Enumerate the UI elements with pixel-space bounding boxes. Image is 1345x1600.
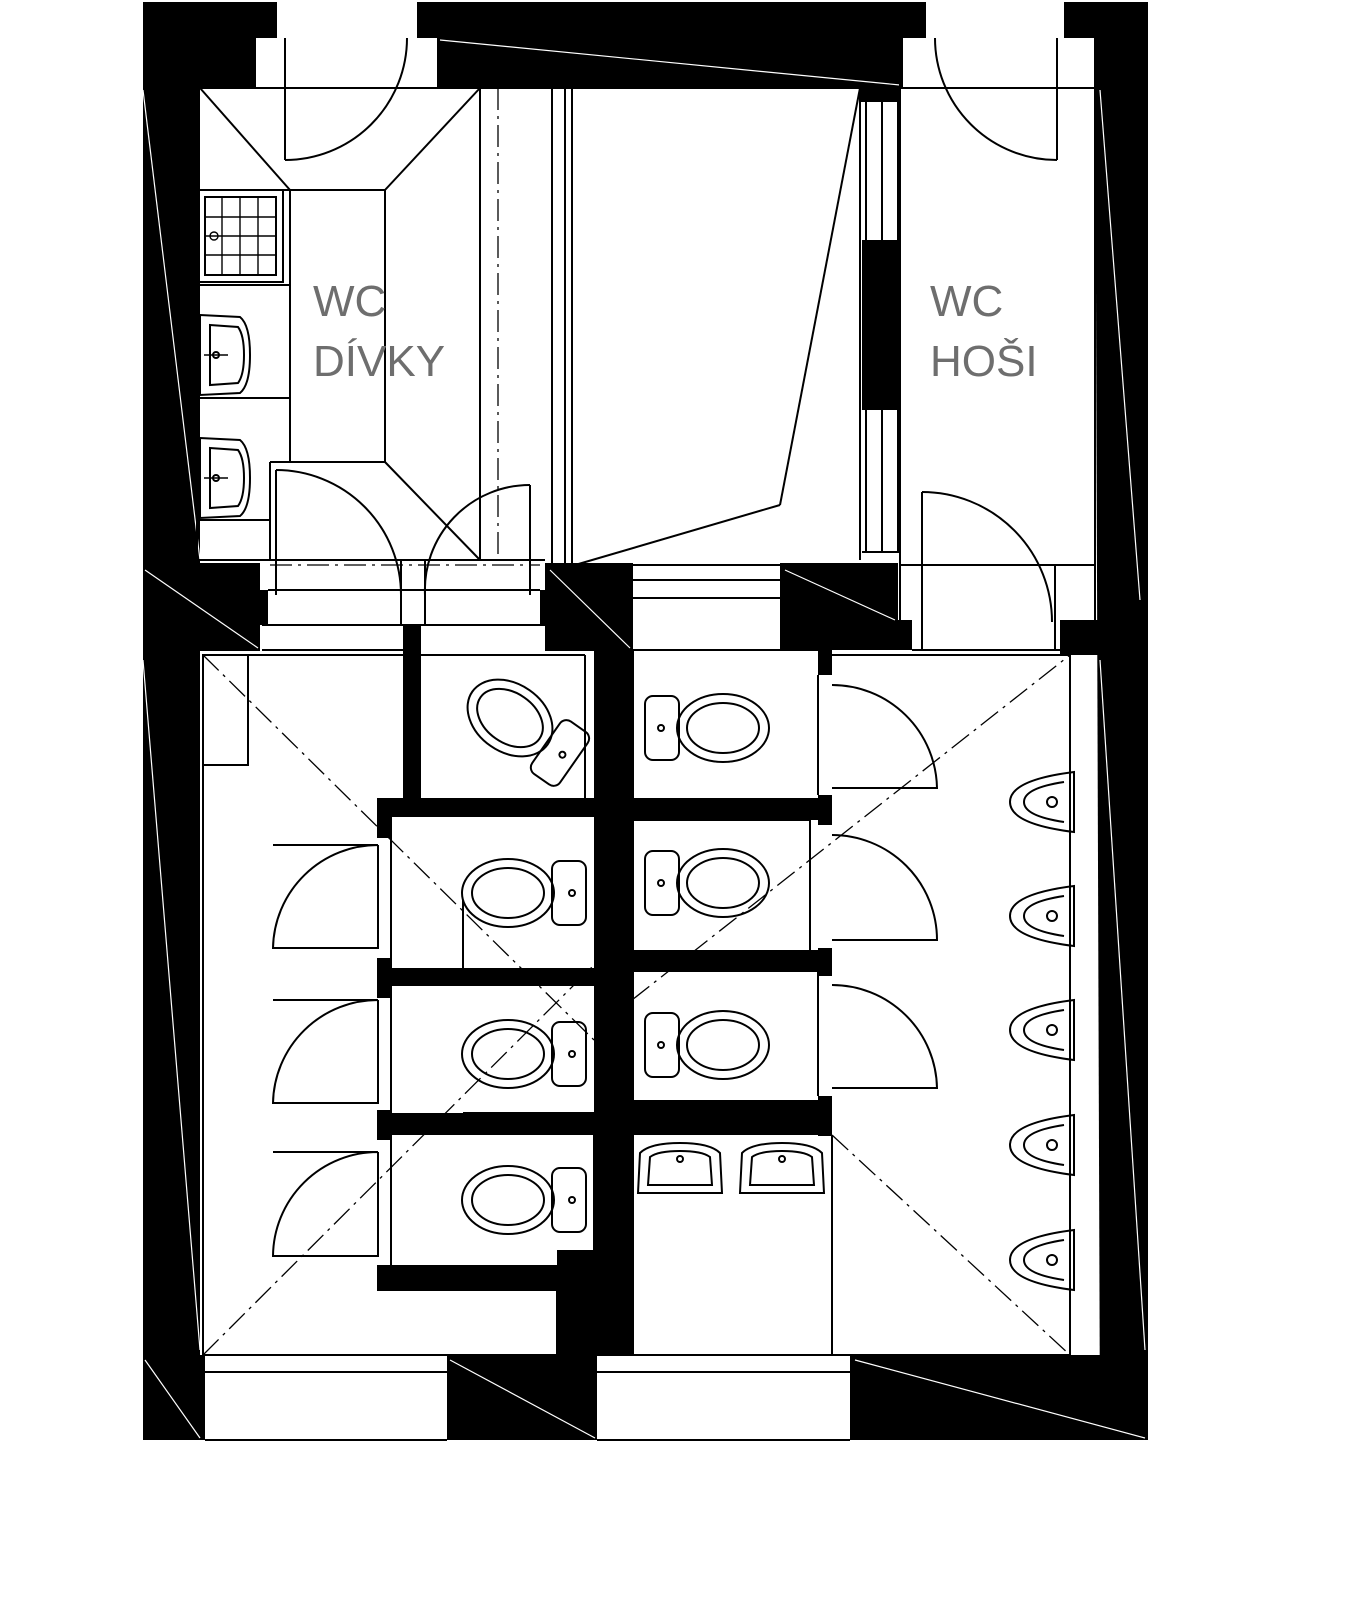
room-label-boys-line1: WC: [930, 277, 1003, 326]
urinal-icon: [1009, 771, 1075, 833]
room-label-girls: WC DÍVKY: [313, 277, 445, 386]
doors: [271, 37, 1058, 1257]
room-label-boys-line2: HOŠI: [930, 336, 1038, 386]
interior-lines: [196, 2, 1096, 1441]
urinal-icon: [1009, 999, 1075, 1061]
wall-hatch: [142, 39, 1146, 1439]
room-label-boys: WC HOŠI: [930, 277, 1038, 386]
shower-tray-icon: [197, 189, 284, 283]
toilet-icon: [644, 693, 770, 763]
sink-icon: [199, 314, 251, 396]
room-label-girls-line2: DÍVKY: [313, 337, 445, 386]
room-label-girls-line1: WC: [313, 277, 386, 326]
urinal-icon: [1009, 1114, 1075, 1176]
toilet-icon: [644, 1010, 770, 1080]
toilet-icon: [451, 662, 595, 792]
urinal-icon: [1009, 1229, 1075, 1291]
toilet-icon: [461, 1165, 587, 1235]
center-lines: [202, 190, 1095, 1356]
sink-icon: [637, 1142, 723, 1194]
toilet-icon: [461, 858, 587, 928]
sink-icon: [739, 1142, 825, 1194]
urinal-icon: [1009, 885, 1075, 947]
toilet-icon: [461, 1019, 587, 1089]
sink-icon: [199, 437, 251, 519]
fixtures: [197, 189, 1075, 1291]
